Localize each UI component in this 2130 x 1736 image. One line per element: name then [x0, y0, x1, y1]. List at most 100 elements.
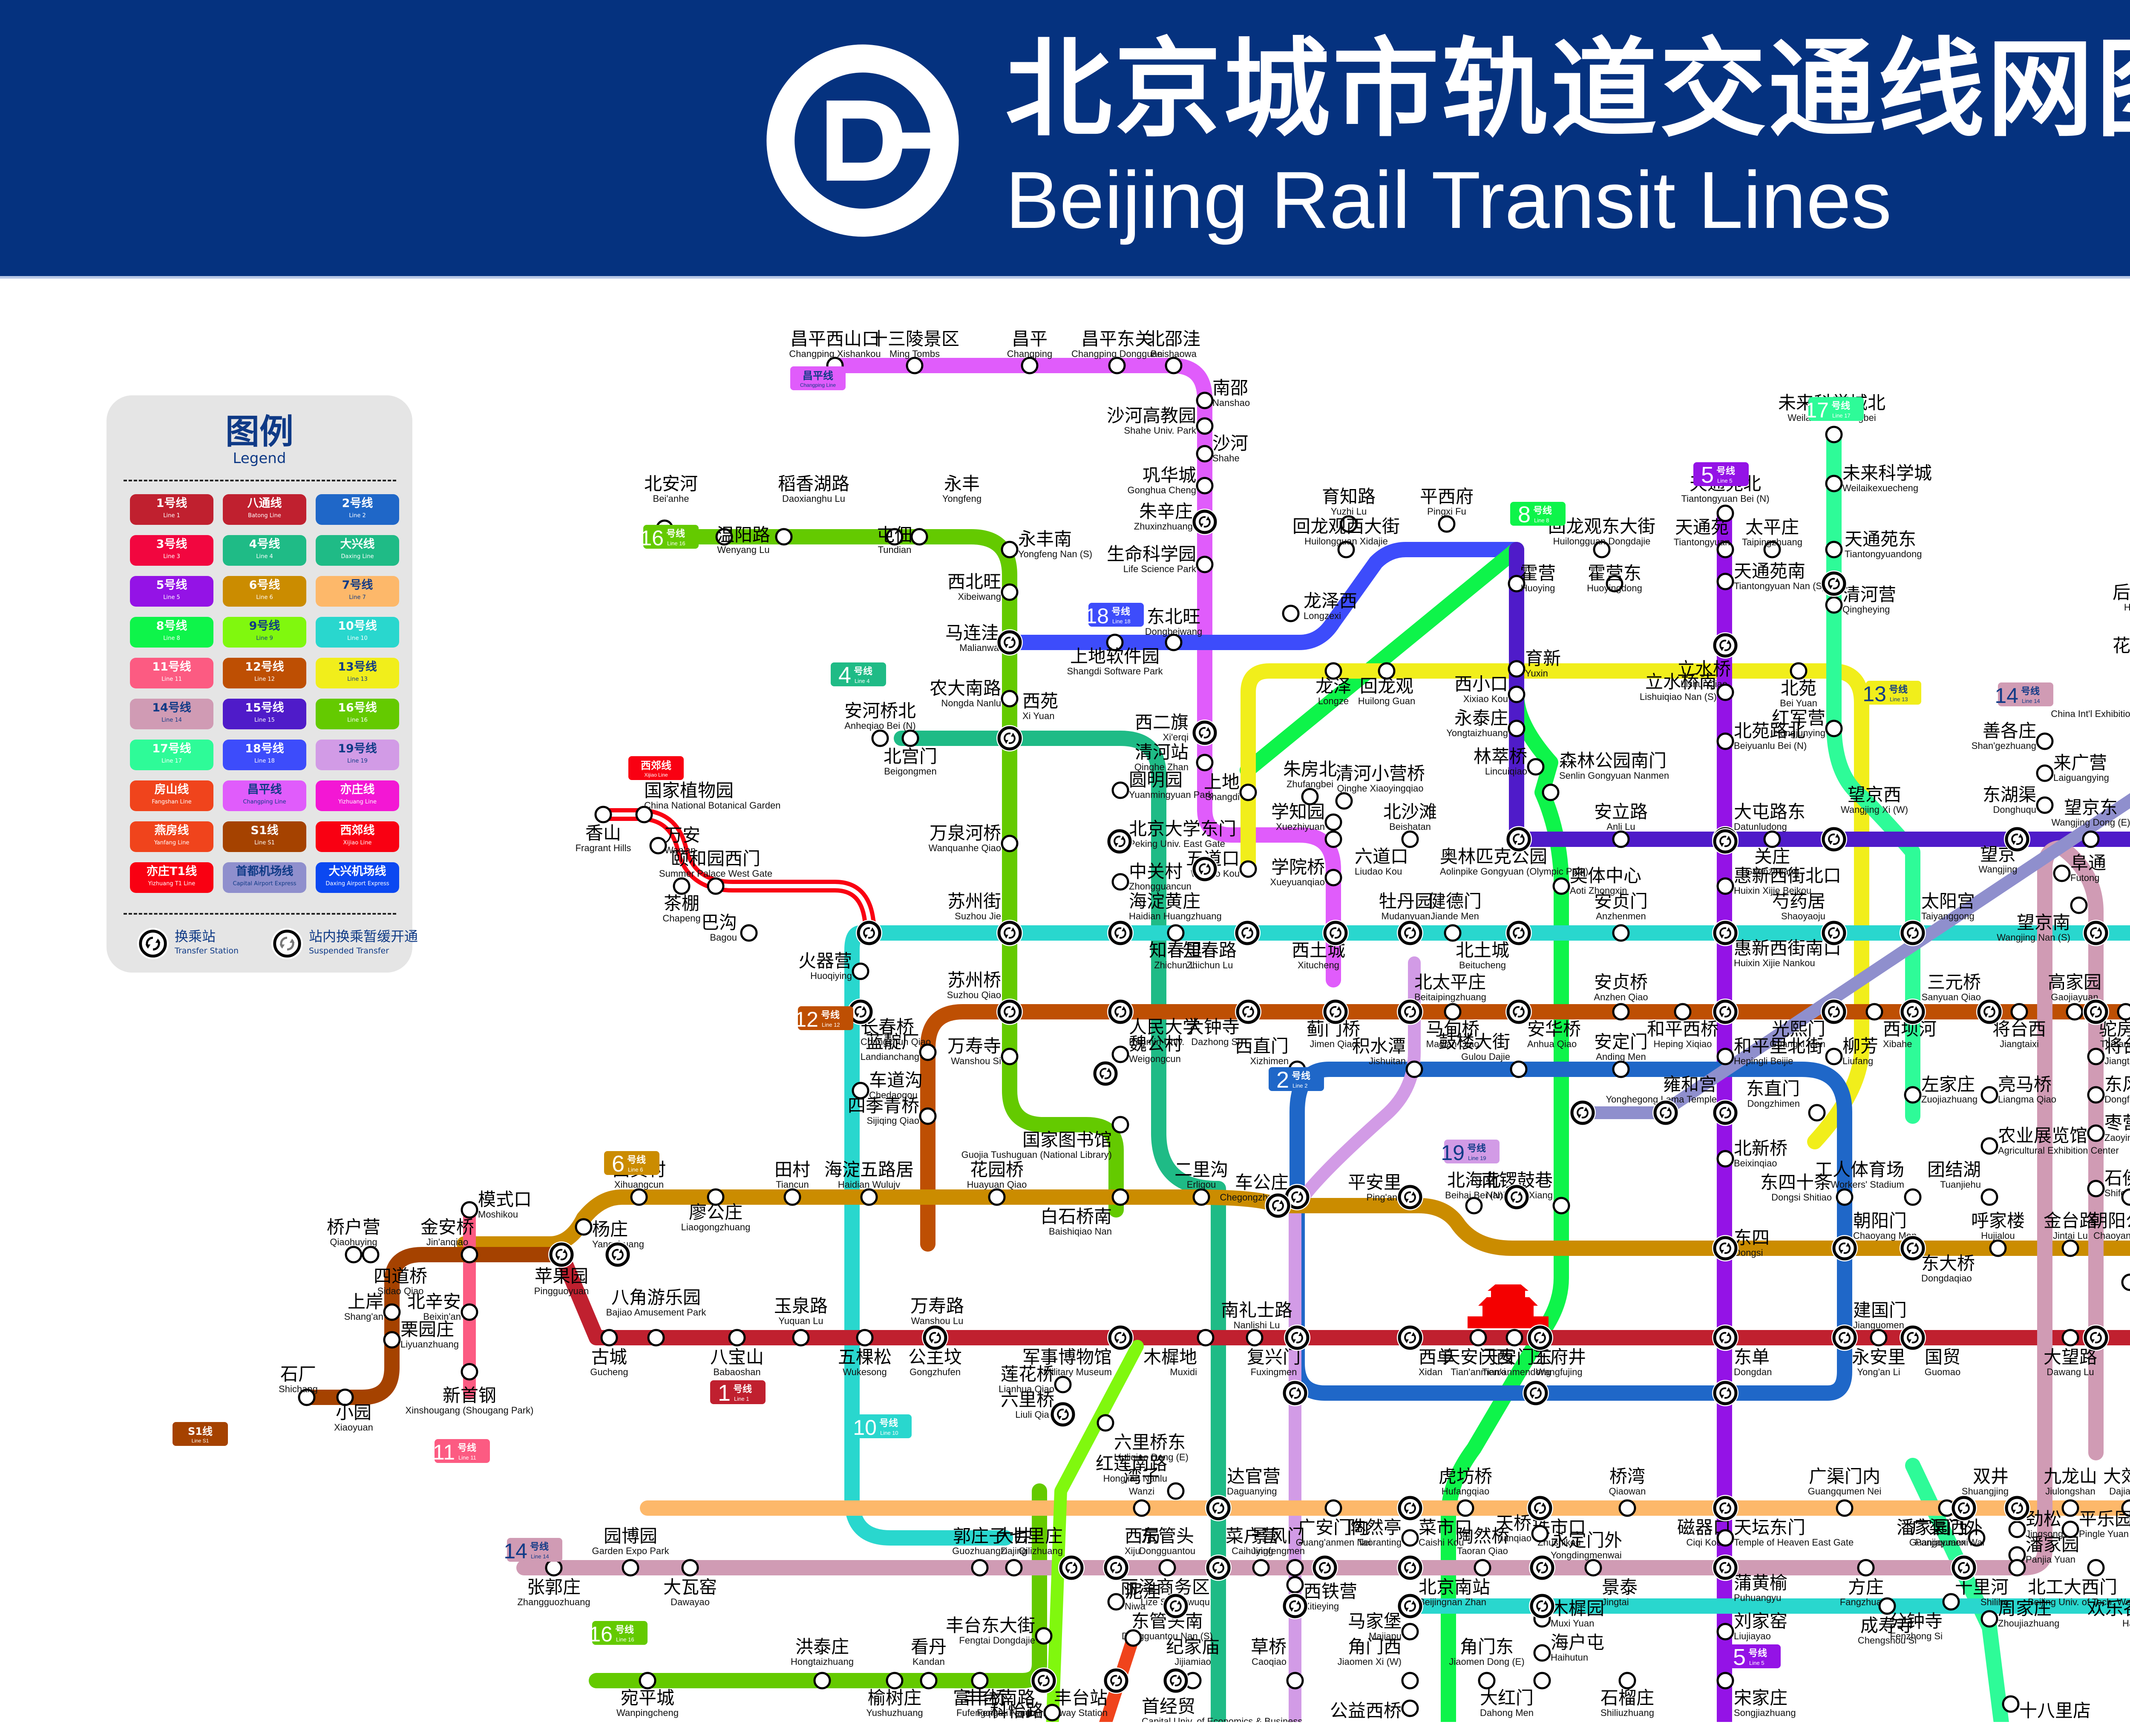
station-dot[interactable] [1790, 662, 1808, 680]
station-dot[interactable] [2070, 896, 2088, 914]
station[interactable]: 大郊亭Dajiaoting [2103, 1466, 2130, 1517]
station-dot[interactable] [1097, 1414, 1114, 1432]
station-dot[interactable] [910, 528, 928, 546]
transfer-station-icon[interactable] [1951, 1555, 1977, 1581]
transfer-station-icon[interactable] [1900, 1324, 1926, 1351]
transfer-station-icon[interactable] [1107, 920, 1134, 946]
station-dot[interactable] [2121, 1273, 2130, 1291]
transfer-station-icon[interactable] [1282, 1380, 1308, 1406]
transfer-station-icon[interactable] [1092, 1060, 1119, 1087]
station-dot[interactable] [2036, 732, 2054, 750]
station-dot[interactable] [1001, 690, 1019, 708]
station-dot[interactable] [2087, 1559, 2105, 1577]
transfer-station-icon[interactable] [1505, 999, 1532, 1025]
transfer-station-icon[interactable] [1712, 1100, 1739, 1126]
station-dot[interactable] [1980, 1086, 1998, 1104]
station-dot[interactable] [1401, 830, 1419, 848]
station-dot[interactable] [1111, 781, 1129, 799]
station-dot[interactable] [1716, 1150, 1734, 1168]
station-dot[interactable] [920, 1672, 938, 1690]
station-dot[interactable] [1510, 1060, 1528, 1078]
station-dot[interactable] [1001, 541, 1019, 559]
station-dot[interactable] [1980, 1137, 1998, 1155]
station[interactable]: 后沙峪Houshayu [2113, 582, 2130, 613]
station-dot[interactable] [1043, 1704, 1061, 1722]
station-dot[interactable] [1980, 1188, 1998, 1206]
station[interactable]: 十里堡Shilipu [2121, 1261, 2130, 1292]
station-dot[interactable] [1716, 1529, 1734, 1547]
station-dot[interactable] [673, 877, 691, 895]
station-dot[interactable] [2121, 1499, 2130, 1517]
station-dot[interactable] [1301, 788, 1319, 806]
station-dot[interactable] [715, 528, 733, 546]
station-dot[interactable] [1980, 1610, 1998, 1628]
station-dot[interactable] [871, 729, 889, 747]
station-dot[interactable] [1196, 417, 1214, 435]
station[interactable]: 十八里店Shibalidian [2002, 1695, 2091, 1722]
transfer-station-icon[interactable] [1050, 1401, 1076, 1428]
station-dot[interactable] [707, 877, 725, 895]
transfer-station-icon[interactable] [1397, 1184, 1423, 1210]
transfer-station-icon[interactable] [1712, 1555, 1739, 1581]
transfer-station-icon[interactable] [1397, 1495, 1423, 1521]
station[interactable]: 东风北桥Dongfeng Beiqiao [2087, 1074, 2130, 1105]
station-dot[interactable] [1111, 1188, 1129, 1206]
station-dot[interactable] [1584, 1559, 1602, 1577]
station-dot[interactable] [1005, 1559, 1023, 1577]
transfer-station-icon[interactable] [1951, 1495, 1977, 1521]
station-dot[interactable] [2008, 1520, 2026, 1538]
station-dot[interactable] [1324, 830, 1342, 848]
station[interactable]: 公益西桥Gongyi Xiqiao [1330, 1699, 1419, 1722]
station-dot[interactable] [635, 806, 653, 823]
station-dot[interactable] [1505, 1329, 1523, 1347]
station-dot[interactable] [1618, 1672, 1636, 1690]
station-dot[interactable] [1542, 783, 1560, 801]
station-dot[interactable] [1324, 1499, 1342, 1517]
transfer-station-icon[interactable] [1712, 920, 1739, 946]
station-dot[interactable] [1716, 683, 1734, 701]
station-dot[interactable] [1825, 426, 1843, 443]
transfer-station-icon[interactable] [1712, 1235, 1739, 1261]
transfer-station-icon[interactable] [1900, 999, 1926, 1025]
station-dot[interactable] [1870, 1329, 1888, 1347]
station-dot[interactable] [1239, 783, 1257, 801]
station-dot[interactable] [1508, 720, 1526, 737]
transfer-station-icon[interactable] [1831, 1235, 1858, 1261]
transfer-station-icon[interactable] [1712, 1324, 1739, 1351]
